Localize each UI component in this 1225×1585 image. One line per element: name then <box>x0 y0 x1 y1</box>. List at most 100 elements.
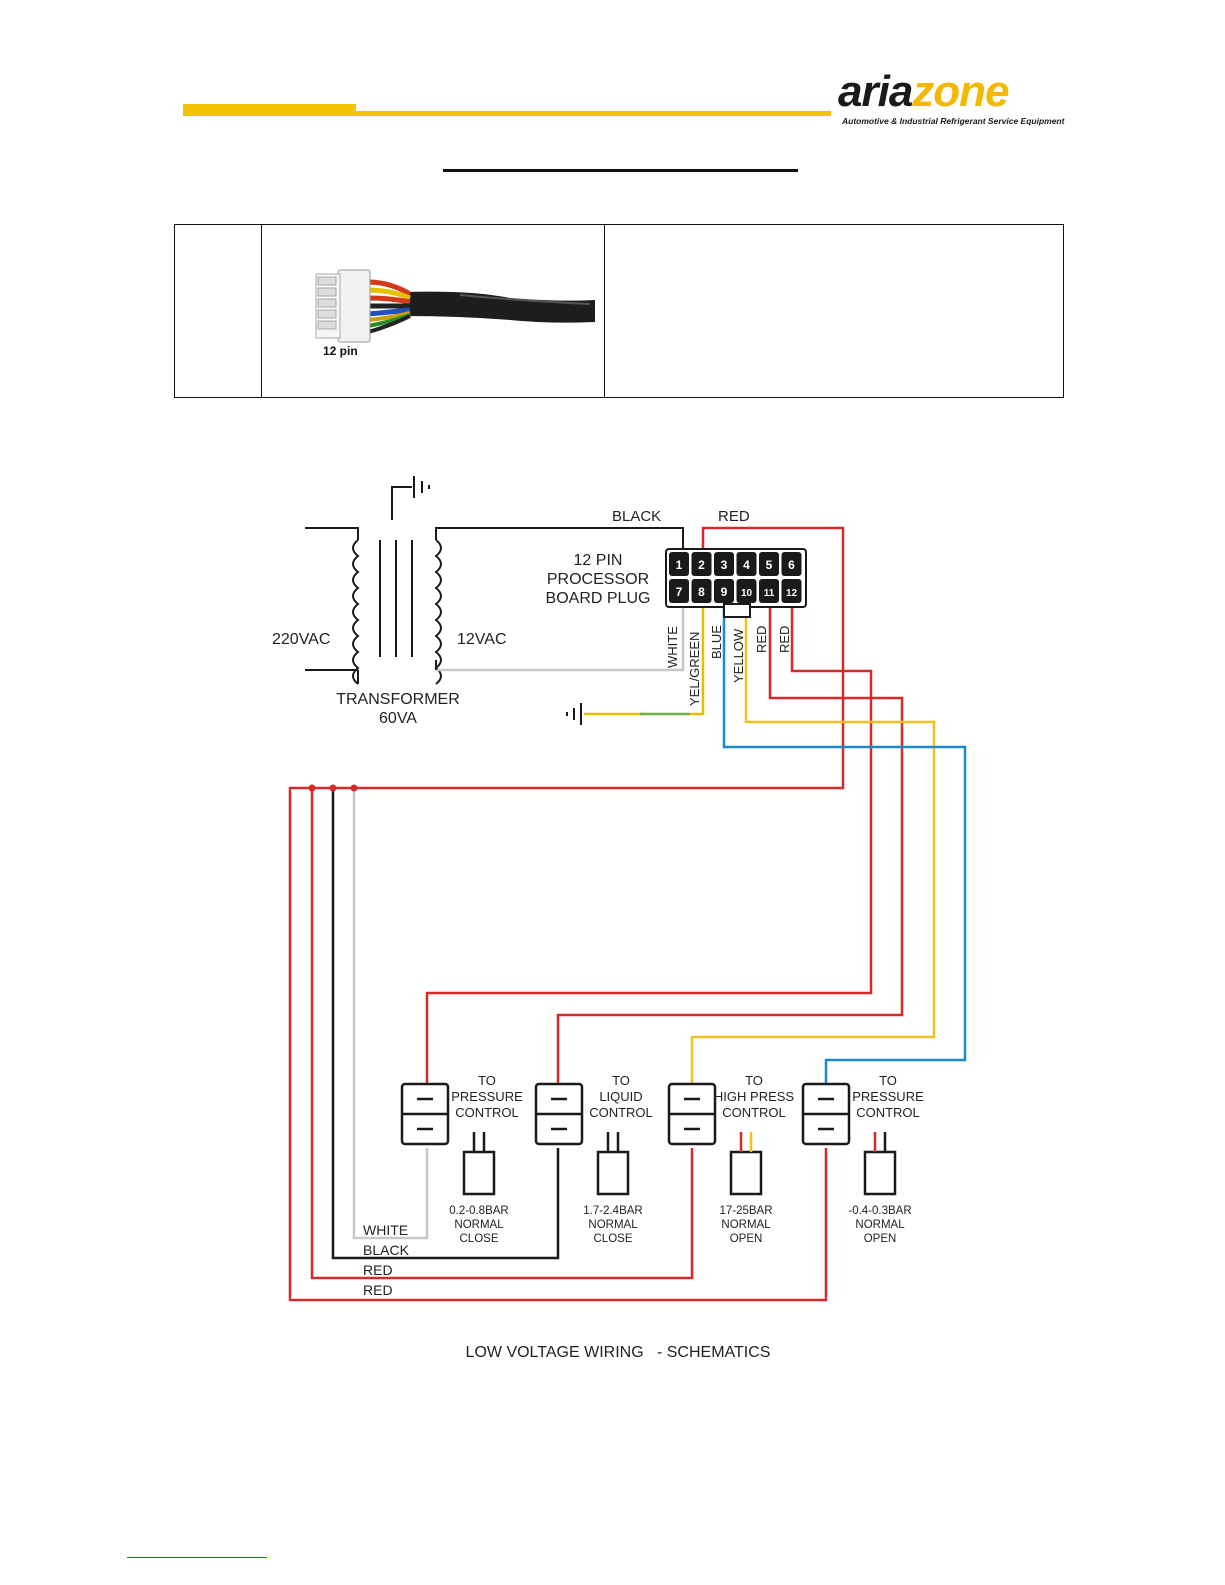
switch-label-line2: CONTROL <box>455 1105 519 1120</box>
ariazone-logo: ariazone Automotive & Industrial Refrige… <box>838 67 1078 127</box>
switch-state-line1: NORMAL <box>855 1219 905 1231</box>
plug-pin-cell <box>691 552 712 576</box>
plug-pin-cell <box>669 552 689 576</box>
plug-pin-number: 6 <box>788 558 795 572</box>
plug-pin-cell <box>781 552 802 576</box>
label-red-12-vertical: RED <box>777 626 792 653</box>
switch-label-to: TO <box>612 1073 630 1088</box>
plug-pin-cell <box>669 579 689 603</box>
label-yellow-vertical: YELLOW <box>731 628 746 683</box>
plug-pin-number: 7 <box>676 585 683 599</box>
primary-lead-bottom <box>305 669 359 684</box>
header-accent-bar <box>183 104 356 116</box>
bottom-label-black: BLACK <box>363 1242 410 1258</box>
plug-pin-cell <box>736 579 757 603</box>
switch-pressure-range: -0.4-0.3BAR <box>848 1205 911 1217</box>
switch-pressure-range: 1.7-2.4BAR <box>583 1205 642 1217</box>
core-ground-lead <box>391 486 412 520</box>
bottom-label-red-2: RED <box>363 1282 393 1298</box>
switch-label-to: TO <box>879 1073 897 1088</box>
logo-tagline: Automotive & Industrial Refrigerant Serv… <box>842 116 1065 126</box>
switch-state-line1: NORMAL <box>454 1219 504 1231</box>
black-bus-branch <box>331 788 560 1260</box>
label-red-11-vertical: RED <box>754 626 769 653</box>
switch-label-line1: HIGH PRESS <box>714 1089 795 1104</box>
primary-coil <box>352 539 360 685</box>
switch-state-line2: OPEN <box>864 1233 897 1245</box>
plug-pin-cell <box>714 579 734 603</box>
plug-pin-cell <box>759 579 779 603</box>
logo-text-aria: aria <box>838 67 913 116</box>
switch-label-to: TO <box>478 1073 496 1088</box>
switch-label-line2: CONTROL <box>856 1105 920 1120</box>
plug-pin-number: 12 <box>786 588 798 599</box>
plug-pin-number: 1 <box>676 558 683 572</box>
plug-pin-cell <box>736 552 757 576</box>
connector-photo <box>315 269 595 343</box>
table-divider-2 <box>604 225 605 397</box>
switch-state-line2: CLOSE <box>594 1233 633 1245</box>
label-blue-vertical: BLUE <box>709 625 724 659</box>
ground-symbol-left <box>566 703 582 725</box>
plug-label-line3: BOARD PLUG <box>546 590 651 607</box>
yellow-wire-pin10 <box>690 604 936 1088</box>
transformer-name: TRANSFORMER <box>336 691 460 708</box>
white-wire-plug <box>436 604 685 672</box>
switch-state-line1: NORMAL <box>721 1219 771 1231</box>
switch-label-line2: CONTROL <box>722 1105 786 1120</box>
plug-pin-cell <box>691 579 712 603</box>
footer-link-underline[interactable] <box>127 1557 267 1558</box>
switch-pressure-range: 17-25BAR <box>719 1205 772 1217</box>
plug-pin-cell <box>714 552 734 576</box>
plug-pin-number: 2 <box>698 558 705 572</box>
plug-pin-number: 10 <box>741 588 753 599</box>
switch-state-line2: OPEN <box>730 1233 763 1245</box>
transformer-secondary-label: 12VAC <box>457 631 507 648</box>
yel-green-wire-up <box>690 604 705 716</box>
info-table <box>174 224 1064 398</box>
white-bus-branch <box>352 788 429 1240</box>
transformer <box>305 476 684 685</box>
bottom-label-white: WHITE <box>363 1222 408 1238</box>
logo-text-zone: zone <box>912 67 1009 116</box>
secondary-coil <box>434 539 442 685</box>
red-bus-branch-2 <box>310 788 694 1280</box>
blue-wire-pin9 <box>722 604 967 1088</box>
plug-pin-number: 3 <box>721 558 728 572</box>
pressure-switch-body <box>596 1150 630 1196</box>
plug-pin-number: 9 <box>721 585 728 599</box>
red-wire-pin11 <box>556 604 904 1088</box>
connector-photo-label: 12 pin <box>323 344 358 358</box>
transformer-rating: 60VA <box>379 710 417 727</box>
plug-pin-cell <box>781 579 802 603</box>
switch-label-line1: PRESSURE <box>451 1089 523 1104</box>
primary-lead-top <box>305 527 359 540</box>
plug-label-line1: 12 PIN <box>574 552 623 569</box>
pressure-switch-body <box>729 1150 763 1196</box>
diagram-caption: LOW VOLTAGE WIRING - SCHEMATICS <box>466 1344 771 1361</box>
red-wire-top <box>288 526 845 1302</box>
switch-label-to: TO <box>745 1073 763 1088</box>
switch-connectors: TOPRESSURECONTROL0.2-0.8BARNORMALCLOSETO… <box>400 1073 924 1245</box>
transformer-primary-label: 220VAC <box>272 631 330 648</box>
plug-pin-number: 11 <box>764 588 775 599</box>
bottom-label-red-1: RED <box>363 1262 393 1278</box>
plug-pin-number: 8 <box>698 585 705 599</box>
pressure-switch-body <box>462 1150 496 1196</box>
bus-junctions <box>308 784 358 792</box>
switch-pressure-range: 0.2-0.8BAR <box>449 1205 508 1217</box>
label-black-top: BLACK <box>612 508 661 525</box>
switch-label-line2: CONTROL <box>589 1105 653 1120</box>
label-yel-green-vertical: YEL/GREEN <box>687 632 702 706</box>
plug-pin-number: 4 <box>743 558 750 572</box>
secondary-lead-top <box>435 527 684 552</box>
label-red-top: RED <box>718 508 750 525</box>
plug-label-line2: PROCESSOR <box>547 571 649 588</box>
header-accent-line <box>356 111 831 116</box>
table-divider-1 <box>261 225 262 397</box>
plug-pin-cell <box>759 552 779 576</box>
switch-label-line1: LIQUID <box>599 1089 642 1104</box>
red-wire-pin12 <box>425 604 873 1088</box>
label-white-vertical: WHITE <box>665 626 680 668</box>
